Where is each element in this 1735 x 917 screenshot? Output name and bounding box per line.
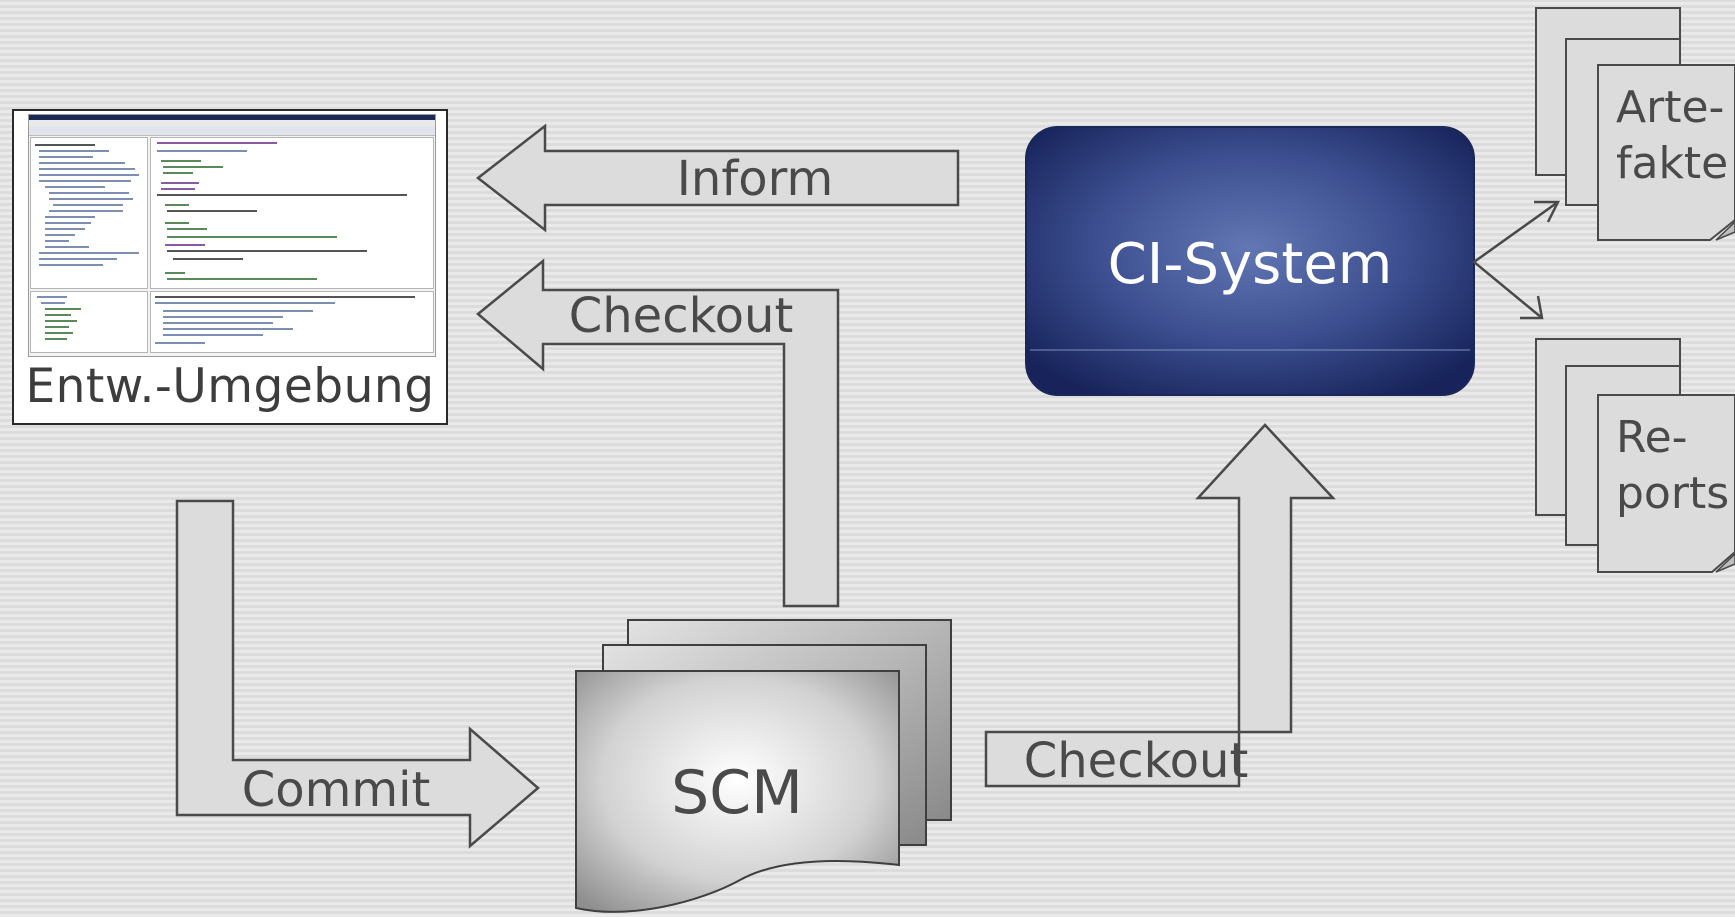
reports-label-line2: ports [1616,468,1729,519]
commit-label: Commit [242,762,431,818]
artefakte-stack [1535,7,1735,241]
checkout-left-label: Checkout [569,288,794,344]
scm-label: SCM [671,758,803,828]
inform-arrow [475,123,960,233]
ci-output-arrows [1471,200,1561,320]
artefakte-label-line2: fakte [1616,138,1728,189]
ide-package-explorer [30,137,148,289]
ide-console-view [150,291,434,353]
ide-screenshot-frame: Entw.-Umgebung [12,109,448,425]
ide-titlebar [29,115,435,120]
ide-toolbar [29,126,435,136]
ide-screenshot [28,114,436,357]
inform-label: Inform [677,151,834,207]
checkout-left-arrow [476,258,840,608]
ide-outline-view [30,291,148,353]
ci-system-label: CI-System [1108,232,1393,297]
scm-document-stack [575,619,952,913]
reports-stack [1535,338,1735,573]
checkout-right-arrow [984,423,1336,788]
commit-arrow [175,499,540,849]
checkout-right-label: Checkout [1024,733,1249,789]
reports-label-line1: Re- [1616,412,1688,463]
artefakte-label-line1: Arte- [1616,82,1724,133]
ide-label: Entw.-Umgebung [25,359,435,414]
ide-code-editor [150,137,434,289]
